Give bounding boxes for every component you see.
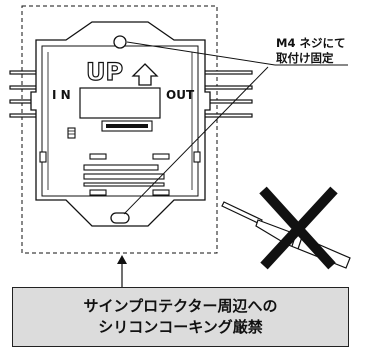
callout-line-1: M4 ネジにて <box>276 36 346 50</box>
out-label: OUT <box>166 88 195 102</box>
warning-box: サインプロテクター周辺への シリコンコーキング厳禁 <box>12 287 349 347</box>
up-arrow-icon <box>131 63 159 86</box>
x-mark-icon <box>259 186 338 270</box>
slot-marks <box>89 153 170 196</box>
center-module <box>79 87 161 119</box>
small-component <box>67 127 76 139</box>
left-terminals <box>9 70 43 118</box>
up-label: UP <box>86 58 123 86</box>
warning-line-1: サインプロテクター周辺への <box>83 297 278 315</box>
screw-callout: M4 ネジにて 取付け固定 <box>276 36 345 66</box>
arrow-down-icon <box>117 255 127 287</box>
bottom-screw-slot <box>110 212 130 224</box>
side-latches <box>39 151 201 163</box>
top-screw-hole <box>113 35 127 49</box>
connector-strip <box>101 120 153 132</box>
in-label: I N <box>52 88 71 102</box>
warning-line-2: シリコンコーキング厳禁 <box>98 318 263 336</box>
callout-line-2: 取付け固定 <box>276 51 334 65</box>
leader-lines <box>123 41 348 215</box>
right-terminals <box>203 70 253 118</box>
dashed-boundary <box>21 5 218 254</box>
horizontal-bars <box>83 164 165 187</box>
